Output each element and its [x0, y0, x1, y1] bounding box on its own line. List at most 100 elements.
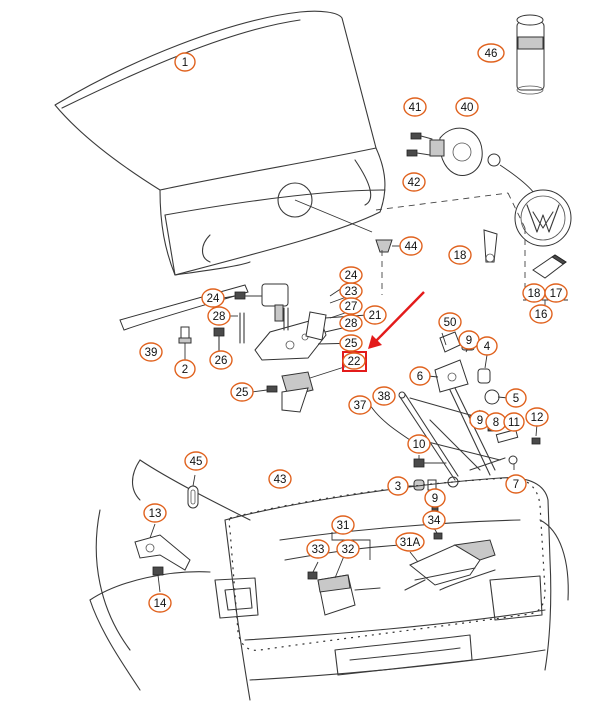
svg-text:28: 28	[345, 318, 358, 330]
svg-text:18: 18	[528, 288, 541, 300]
vw-emblem	[514, 189, 572, 247]
callout-43[interactable]: 43	[268, 469, 292, 489]
svg-text:14: 14	[154, 598, 167, 610]
svg-text:31: 31	[337, 520, 350, 532]
callout-41[interactable]: 41	[403, 97, 427, 117]
clip-44	[375, 239, 400, 253]
svg-text:45: 45	[190, 456, 203, 468]
callout-32[interactable]: 32	[336, 539, 360, 559]
svg-text:32: 32	[342, 544, 355, 556]
callout-42[interactable]: 42	[402, 172, 426, 192]
svg-text:24: 24	[207, 293, 220, 305]
callout-17[interactable]: 17	[544, 283, 568, 303]
svg-text:18: 18	[454, 250, 467, 262]
svg-text:27: 27	[345, 301, 358, 313]
callout-6[interactable]: 6	[409, 366, 431, 386]
callout-31[interactable]: 31	[331, 515, 355, 535]
svg-text:40: 40	[461, 102, 474, 114]
key-fob	[532, 254, 567, 279]
svg-text:5: 5	[513, 393, 519, 405]
callout-25-left[interactable]: 25	[230, 382, 254, 402]
lock-mechanism	[254, 283, 327, 413]
callout-14[interactable]: 14	[148, 593, 172, 613]
callout-8[interactable]: 8	[485, 412, 507, 432]
callout-3[interactable]: 3	[387, 476, 409, 496]
svg-text:41: 41	[409, 102, 422, 114]
callout-4[interactable]: 4	[476, 336, 498, 356]
release-lever	[483, 229, 498, 263]
svg-text:9: 9	[477, 415, 483, 427]
svg-text:12: 12	[531, 412, 544, 424]
trunk-lid	[54, 10, 386, 276]
callout-46[interactable]: 46	[477, 43, 505, 63]
svg-text:43: 43	[274, 474, 287, 486]
callout-10[interactable]: 10	[407, 434, 431, 454]
callout-5[interactable]: 5	[505, 388, 527, 408]
callout-18-lever[interactable]: 18	[448, 245, 472, 265]
svg-text:46: 46	[485, 48, 498, 60]
callout-23[interactable]: 23	[339, 282, 363, 300]
callout-28-right[interactable]: 28	[339, 314, 363, 332]
callout-45[interactable]: 45	[184, 451, 208, 471]
spray-can	[516, 14, 545, 95]
svg-text:4: 4	[484, 341, 491, 353]
callout-27[interactable]: 27	[339, 297, 363, 315]
svg-text:16: 16	[535, 309, 548, 321]
svg-text:34: 34	[428, 515, 441, 527]
svg-text:2: 2	[182, 364, 188, 376]
callout-37[interactable]: 37	[348, 395, 372, 415]
callout-9-top[interactable]: 9	[458, 330, 480, 350]
svg-text:21: 21	[369, 310, 382, 322]
car-body-rear	[89, 459, 569, 701]
callout-24-top-stack[interactable]: 24	[339, 266, 363, 284]
svg-text:42: 42	[408, 177, 421, 189]
callout-38[interactable]: 38	[372, 386, 396, 406]
callout-40[interactable]: 40	[455, 97, 479, 117]
hinge-assembly	[409, 331, 541, 488]
svg-text:9: 9	[466, 335, 472, 347]
callout-26[interactable]: 26	[209, 350, 233, 370]
screws-41-42	[406, 132, 433, 157]
callout-9-low[interactable]: 9	[424, 488, 446, 508]
svg-text:33: 33	[312, 544, 325, 556]
callout-13[interactable]: 13	[143, 503, 167, 523]
callout-11[interactable]: 11	[503, 412, 525, 432]
bracket-13	[134, 523, 191, 593]
callout-7[interactable]: 7	[505, 474, 527, 494]
callout-33[interactable]: 33	[306, 539, 330, 559]
callout-1[interactable]: 1	[174, 52, 196, 72]
callout-34[interactable]: 34	[422, 510, 446, 530]
svg-text:9: 9	[432, 493, 438, 505]
svg-text:28: 28	[213, 311, 226, 323]
seal-strip	[119, 284, 249, 331]
svg-text:50: 50	[444, 317, 457, 329]
svg-text:38: 38	[378, 391, 391, 403]
svg-text:44: 44	[405, 241, 418, 253]
callout-44[interactable]: 44	[399, 236, 423, 256]
svg-text:13: 13	[149, 508, 162, 520]
callout-39[interactable]: 39	[139, 342, 163, 362]
callout-18-key[interactable]: 18	[522, 283, 546, 303]
svg-text:37: 37	[354, 400, 367, 412]
callout-50[interactable]: 50	[438, 312, 462, 332]
callout-2[interactable]: 2	[174, 359, 196, 379]
callout-21[interactable]: 21	[363, 305, 387, 325]
svg-text:11: 11	[508, 417, 520, 429]
svg-text:25: 25	[236, 387, 249, 399]
svg-text:39: 39	[145, 347, 158, 359]
callout-28-left[interactable]: 28	[207, 306, 231, 326]
svg-text:25: 25	[345, 338, 358, 350]
callout-16[interactable]: 16	[529, 304, 553, 324]
grommet-45	[187, 474, 199, 509]
highlight-pointer	[342, 291, 425, 372]
callout-9-mid[interactable]: 9	[469, 410, 491, 430]
callout-22[interactable]: 22	[342, 352, 366, 370]
svg-text:24: 24	[345, 270, 358, 282]
svg-text:23: 23	[345, 286, 358, 298]
callout-31A[interactable]: 31A	[395, 532, 425, 552]
svg-text:10: 10	[413, 439, 426, 451]
callout-24-upper[interactable]: 24	[201, 288, 225, 308]
callout-12[interactable]: 12	[525, 407, 549, 427]
callout-25-right[interactable]: 25	[339, 334, 363, 352]
